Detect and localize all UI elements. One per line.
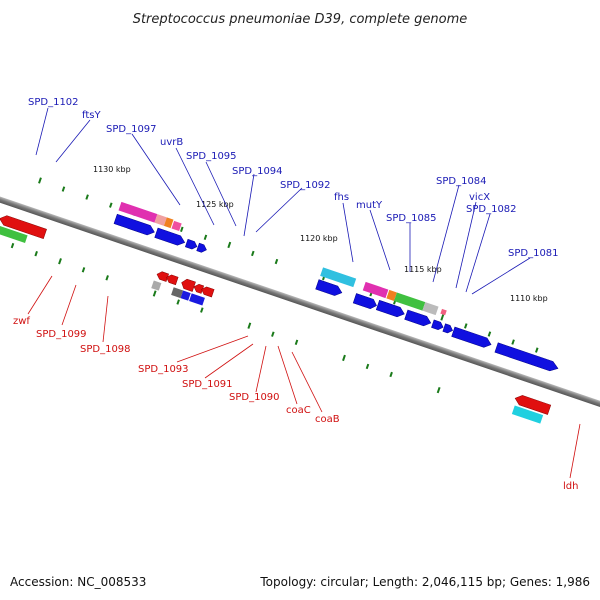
- gene-cds[interactable]: [494, 342, 560, 373]
- gene-label[interactable]: fhs: [334, 192, 349, 203]
- gene-cds[interactable]: [352, 293, 378, 310]
- gene-label[interactable]: vicX: [469, 192, 490, 203]
- gene-cds[interactable]: [113, 213, 156, 237]
- chromosome-backbone: [0, 163, 600, 414]
- forward-category-track: [118, 201, 447, 316]
- reverse-category-track: [0, 223, 544, 424]
- gene-label[interactable]: ftsY: [82, 110, 101, 121]
- gene-cds[interactable]: [165, 274, 179, 286]
- gene-label[interactable]: SPD_1099: [36, 329, 87, 340]
- gene-label[interactable]: SPD_1093: [138, 364, 189, 375]
- gene-label[interactable]: zwf: [13, 316, 30, 327]
- gene-label[interactable]: SPD_1085: [386, 213, 437, 224]
- reverse-cds-track: [0, 214, 552, 415]
- genome-summary-text: Topology: circular; Length: 2,046,115 bp…: [259, 575, 590, 589]
- gene-cds[interactable]: [451, 326, 493, 349]
- gene-cds[interactable]: [200, 286, 215, 298]
- gene-cds[interactable]: [193, 283, 205, 294]
- gene-cds[interactable]: [442, 323, 454, 334]
- map-title: Streptococcus pneumoniae D39, complete g…: [133, 12, 468, 27]
- gene-label[interactable]: SPD_1094: [232, 166, 283, 177]
- scale-labels: 1130 kbp 1125 kbp 1120 kbp 1115 kbp 1110…: [93, 165, 548, 303]
- gene-cds[interactable]: [196, 242, 208, 253]
- forward-cds-track: [113, 213, 560, 373]
- reverse-leader-lines: [27, 275, 581, 479]
- accession-text: Accession: NC_008533: [10, 575, 146, 589]
- gene-label[interactable]: SPD_1092: [280, 180, 331, 191]
- gene-cds[interactable]: [156, 270, 170, 282]
- scale-label: 1115 kbp: [404, 265, 442, 274]
- gene-cds[interactable]: [431, 319, 444, 331]
- map-body: [0, 163, 600, 424]
- gene-label[interactable]: mutY: [356, 200, 383, 211]
- gene-cds[interactable]: [315, 279, 344, 298]
- gene-label[interactable]: SPD_1097: [106, 124, 157, 135]
- gene-label[interactable]: ldh: [563, 481, 578, 492]
- gene-label[interactable]: coaC: [286, 405, 311, 416]
- gene-cds[interactable]: [154, 227, 187, 247]
- forward-leader-lines: [35, 107, 531, 295]
- gene-label[interactable]: SPD_1081: [508, 248, 559, 259]
- gene-label[interactable]: coaB: [315, 414, 340, 425]
- gene-label[interactable]: SPD_1082: [466, 204, 517, 215]
- gene-label[interactable]: SPD_1102: [28, 97, 79, 108]
- gene-label[interactable]: SPD_1098: [80, 344, 131, 355]
- gene-label[interactable]: SPD_1095: [186, 151, 237, 162]
- gene-cds[interactable]: [375, 299, 406, 318]
- gene-label[interactable]: SPD_1090: [229, 392, 280, 403]
- forward-gene-labels: SPD_1102 ftsY SPD_1097 uvrB SPD_1095 SPD…: [28, 97, 559, 259]
- scale-label: 1110 kbp: [510, 294, 548, 303]
- gene-cds[interactable]: [514, 393, 552, 415]
- gene-cds[interactable]: [404, 309, 433, 328]
- scale-ticks-lower: [10, 242, 441, 394]
- gene-cds[interactable]: [180, 278, 196, 292]
- gene-label[interactable]: SPD_1091: [182, 379, 233, 390]
- gene-cds[interactable]: [0, 214, 47, 240]
- scale-label: 1130 kbp: [93, 165, 131, 174]
- gene-label[interactable]: uvrB: [160, 137, 183, 148]
- scale-label: 1120 kbp: [300, 234, 338, 243]
- scale-label: 1125 kbp: [196, 200, 234, 209]
- gene-label[interactable]: SPD_1084: [436, 176, 487, 187]
- reverse-gene-labels: zwf SPD_1099 SPD_1098 SPD_1093 SPD_1091 …: [13, 316, 578, 492]
- gene-cds[interactable]: [185, 238, 198, 250]
